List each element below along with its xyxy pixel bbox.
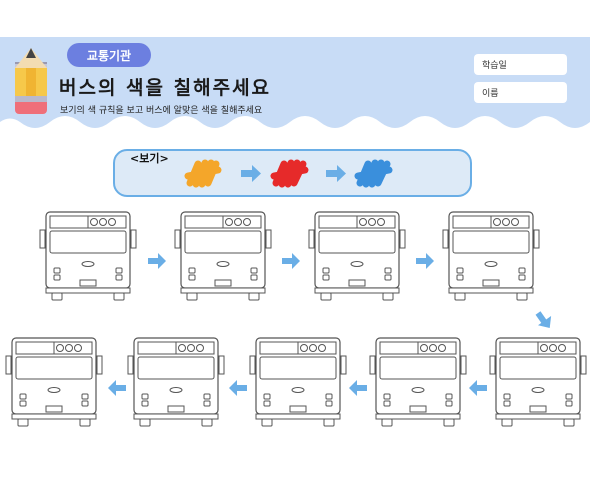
bus-outline[interactable] (442, 211, 540, 301)
example-label: <보기> (130, 152, 169, 165)
category-tag: 교통기관 (67, 43, 151, 67)
flow-arrow-left (229, 380, 247, 396)
flow-arrow-right (148, 253, 166, 269)
flow-arrow-right (282, 253, 300, 269)
flow-arrow-left (349, 380, 367, 396)
name-field[interactable]: 이름 (474, 82, 567, 103)
flow-arrow-left (108, 380, 126, 396)
flow-arrow-left (469, 380, 487, 396)
flow-arrow-down (535, 311, 552, 328)
bus-outline[interactable] (308, 211, 406, 301)
color-swatch-blue (354, 159, 393, 188)
color-swatch-red (270, 159, 309, 188)
example-arrow-1 (241, 165, 261, 182)
bus-outline[interactable] (249, 337, 347, 427)
date-field[interactable]: 학습일 (474, 54, 567, 75)
bus-outline[interactable] (39, 211, 137, 301)
example-arrow-2 (326, 165, 346, 182)
pencil-icon (15, 48, 47, 114)
flow-arrow-right (416, 253, 434, 269)
bus-outline[interactable] (174, 211, 272, 301)
bus-outline[interactable] (5, 337, 103, 427)
page-title: 버스의 색을 칠해주세요 (59, 77, 272, 99)
page-subtitle: 보기의 색 규칙을 보고 버스에 알맞은 색을 칠해주세요 (60, 106, 263, 116)
color-swatch-orange (184, 159, 222, 188)
bus-outline[interactable] (127, 337, 225, 427)
bus-outline[interactable] (489, 337, 587, 427)
bus-outline[interactable] (369, 337, 467, 427)
